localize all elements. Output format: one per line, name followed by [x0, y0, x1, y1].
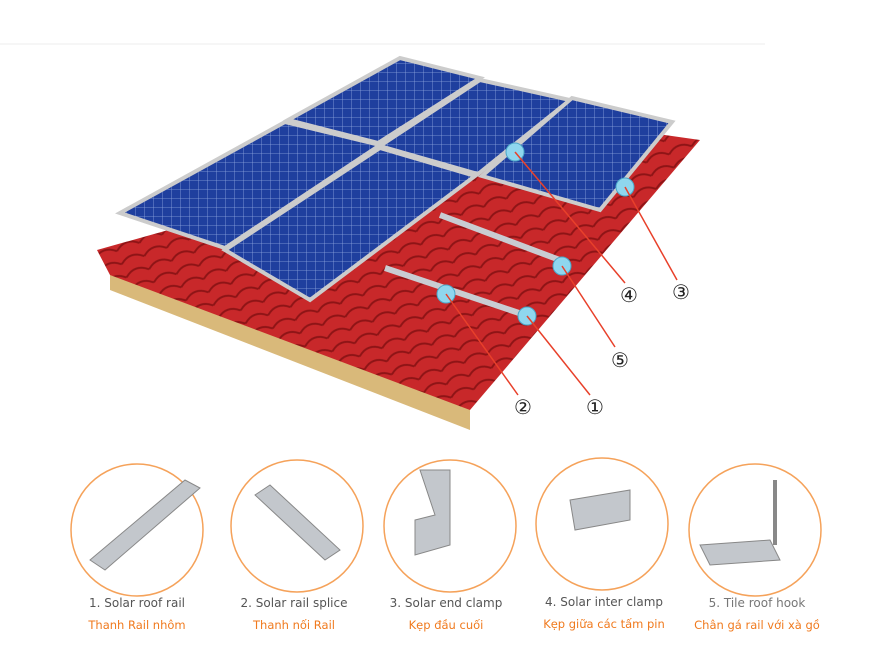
component-2-vi: Thanh nối Rail	[253, 618, 335, 632]
component-3-vi: Kẹp đầu cuối	[408, 618, 484, 632]
component-5-vi: Chân gá rail với xà gồ	[694, 618, 820, 632]
component-5: 5. Tile roof hook Chân gá rail với xà gồ	[682, 596, 832, 632]
solar-panels	[115, 55, 676, 303]
component-1-vi: Thanh Rail nhôm	[88, 618, 186, 632]
component-4-vi: Kẹp giữa các tấm pin	[543, 617, 665, 631]
callout-5: ⑤	[611, 348, 629, 372]
component-3-label: 3. Solar end clamp	[389, 596, 503, 610]
callout-4: ④	[620, 283, 638, 307]
callout-2: ②	[514, 395, 532, 419]
component-4-label: 4. Solar inter clamp	[544, 595, 664, 609]
tile-hook-icon	[688, 463, 822, 597]
component-4: 4. Solar inter clamp Kẹp giữa các tấm pi…	[529, 595, 679, 631]
component-3: 3. Solar end clamp Kẹp đầu cuối	[371, 596, 521, 632]
component-2-label: 2. Solar rail splice	[240, 596, 348, 610]
roof-beam	[110, 270, 470, 430]
callout-1: ①	[586, 395, 604, 419]
component-1-label: 1. Solar roof rail	[88, 596, 185, 610]
callout-3: ③	[672, 280, 690, 304]
component-5-label: 5. Tile roof hook	[708, 596, 806, 610]
component-2: 2. Solar rail splice Thanh nối Rail	[219, 596, 369, 632]
leader-lines	[445, 151, 678, 396]
component-1: 1. Solar roof rail Thanh Rail nhôm	[62, 596, 212, 632]
